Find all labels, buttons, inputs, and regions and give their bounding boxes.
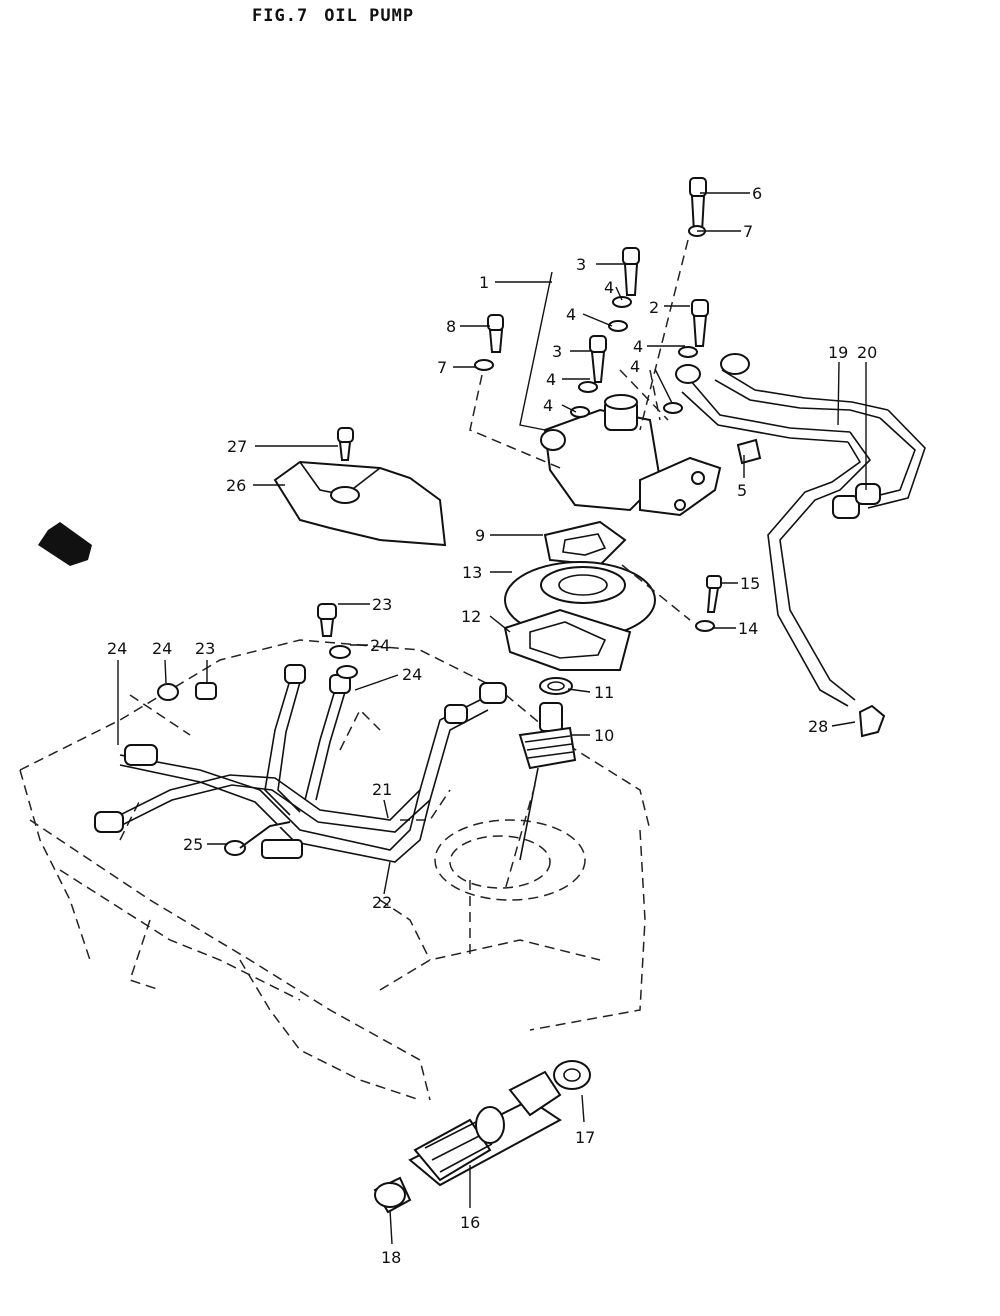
callout: 12 [461,607,481,626]
callout: 24 [370,636,390,655]
drive-gear [518,702,577,861]
callout: 21 [372,780,392,799]
figure-name: OIL PUMP [324,6,415,26]
callout: 9 [475,526,485,545]
oil-pump-body [540,394,722,517]
callout: 22 [372,893,392,912]
callout: 16 [460,1213,480,1232]
callout: 13 [462,563,482,582]
callout: 10 [594,726,614,745]
callout-leaders [117,192,867,1245]
callout: 4 [543,396,553,415]
callout: 7 [437,358,447,377]
callout: 24 [152,639,172,658]
pump-shaft [373,1060,591,1214]
callout: 23 [195,639,215,658]
callout: 4 [546,370,556,389]
oil-pipes [94,603,507,863]
callout: 25 [183,835,203,854]
pump-mount-parts [503,520,722,695]
alignment-lines [129,239,691,891]
callout: 4 [630,357,640,376]
pump-fasteners [474,177,762,465]
callout: 28 [808,717,828,736]
pump-cover [273,427,447,547]
callout: 23 [372,595,392,614]
figure-title: FIG.7 OIL PUMP [252,6,430,26]
callout: 24 [107,639,127,658]
callout: 14 [738,619,758,638]
callout: 4 [604,278,614,297]
callout: 18 [381,1248,401,1267]
callout: 1 [479,273,489,292]
front-direction-arrow-icon [38,522,92,566]
callout: 19 [828,343,848,362]
callout: 8 [446,317,456,336]
callout: 17 [575,1128,595,1147]
callout: 3 [576,255,586,274]
callout: 15 [740,574,760,593]
callout: 20 [857,343,877,362]
callout: 7 [743,222,753,241]
figure-number: FIG.7 [252,6,309,26]
callout: 4 [566,305,576,324]
group-bracket [519,271,553,431]
callout: 3 [552,342,562,361]
oil-hoses [675,353,926,738]
callout: 5 [737,481,747,500]
callout: 27 [227,437,247,456]
callout: 26 [226,476,246,495]
callout: 4 [633,337,643,356]
callout-numbers: 6 7 3 1 4 2 4 8 3 4 7 4 4 4 19 20 27 26 … [107,184,877,1267]
callout: 6 [752,184,762,203]
callout: 2 [649,298,659,317]
callout: 11 [594,683,614,702]
callout: 24 [402,665,422,684]
